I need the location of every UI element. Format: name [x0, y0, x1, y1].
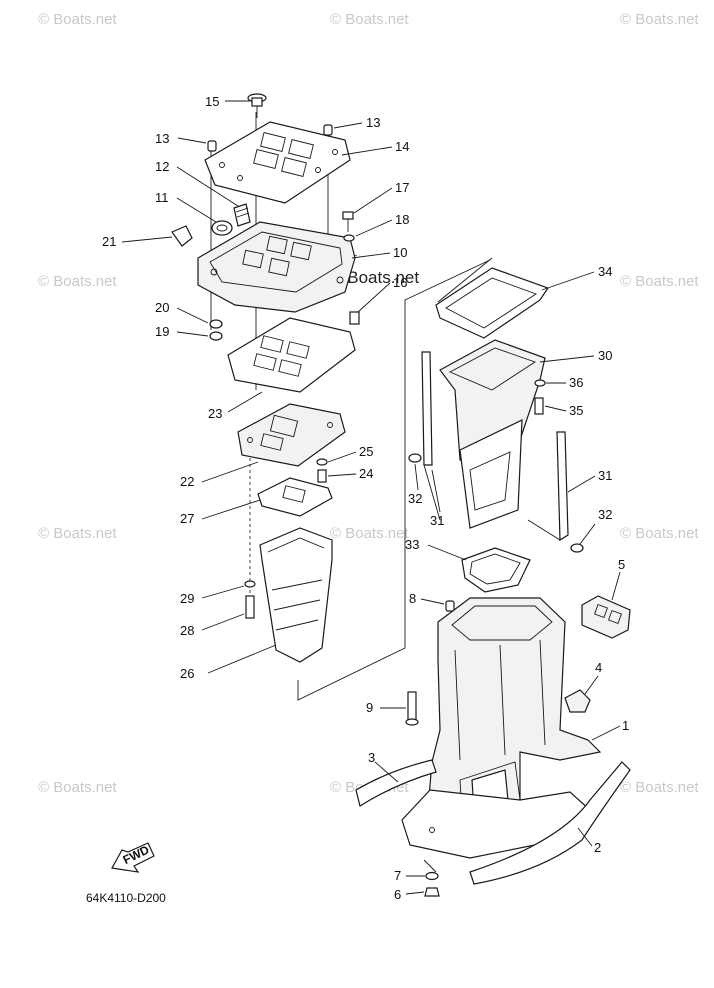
callout-11: 11 [155, 190, 169, 205]
pin-8 [445, 600, 455, 612]
washer-29 [244, 580, 256, 588]
bolt-6 [424, 887, 440, 897]
callout-31-right: 31 [598, 468, 612, 483]
bolt-17 [342, 211, 354, 232]
fwd-arrow-icon: FWD [111, 842, 155, 873]
elbow-21 [171, 225, 193, 247]
gasket-27 [257, 477, 333, 517]
callout-19: 19 [155, 324, 169, 339]
watermark: © Boats.net [620, 525, 699, 542]
seal-strip-3 [355, 759, 437, 807]
exhaust-guide-22 [237, 403, 346, 467]
washer-36 [534, 379, 546, 387]
watermark-feature: © Boats.net [330, 268, 419, 287]
callout-6: 6 [394, 887, 401, 902]
callout-3: 3 [368, 750, 375, 765]
gasket-23 [227, 317, 356, 393]
watermark: © Boats.net [330, 525, 409, 542]
callout-13-right: 13 [366, 115, 380, 130]
callout-8: 8 [409, 591, 416, 606]
callout-17: 17 [395, 180, 409, 195]
watermark-layer: © Boats.net © Boats.net © Boats.net © Bo… [38, 11, 699, 796]
callout-36: 36 [569, 375, 583, 390]
callout-25: 25 [359, 444, 373, 459]
exhaust-pipe-26 [259, 527, 333, 663]
rubber-strip-2 [469, 761, 631, 885]
callout-21: 21 [102, 234, 116, 249]
callout-20: 20 [155, 300, 169, 315]
nut-19 [209, 331, 223, 341]
callout-30: 30 [598, 348, 612, 363]
gasket-14 [204, 121, 351, 204]
callout-27: 27 [180, 511, 194, 526]
watermark: © Boats.net [38, 11, 117, 28]
bolt-16 [349, 311, 360, 325]
upper-mount-10 [197, 221, 356, 313]
bolt-28 [245, 595, 255, 619]
watermark: © Boats.net [38, 273, 117, 290]
callout-29: 29 [180, 591, 194, 606]
callout-labels: 15 13 13 14 12 17 11 18 21 10 16 34 20 1… [102, 94, 629, 902]
watermark: © Boats.net [330, 11, 409, 28]
callout-9: 9 [366, 700, 373, 715]
callout-12: 12 [155, 159, 169, 174]
callout-26: 26 [180, 666, 194, 681]
callout-24: 24 [359, 466, 373, 481]
washer-18 [343, 234, 355, 242]
damper-5 [581, 595, 631, 639]
seal-31-right [527, 431, 569, 542]
leader-lines [121, 100, 621, 895]
nut-32-right [570, 543, 584, 553]
gasket-34 [435, 267, 549, 339]
callout-34: 34 [598, 264, 612, 279]
callout-31-left: 31 [430, 513, 444, 528]
callout-5: 5 [618, 557, 625, 572]
seal-33 [461, 547, 531, 593]
nut-32-left [408, 453, 422, 463]
callout-33: 33 [405, 537, 419, 552]
callout-4: 4 [595, 660, 602, 675]
callout-2: 2 [594, 840, 601, 855]
bolt-35 [534, 397, 544, 415]
callout-22: 22 [180, 474, 194, 489]
callout-18: 18 [395, 212, 409, 227]
washer-7 [425, 871, 439, 881]
watermark: © Boats.net [620, 779, 699, 796]
callout-28: 28 [180, 623, 194, 638]
watermark: © Boats.net [620, 11, 699, 28]
watermark: © Boats.net [38, 525, 117, 542]
dowel-pin-13-left [207, 140, 217, 152]
oil-pan-30 [439, 339, 546, 529]
watermark: © Boats.net [620, 273, 699, 290]
washer-25 [316, 458, 328, 466]
grommet-11 [211, 220, 233, 236]
callout-32-left: 32 [408, 491, 422, 506]
callout-10: 10 [393, 245, 407, 260]
watermark: © Boats.net [38, 779, 117, 796]
callout-1: 1 [622, 718, 629, 733]
fitting-12 [233, 203, 251, 227]
bolt-15 [247, 93, 267, 118]
screw-shaft [423, 859, 437, 873]
seal-31-left [421, 351, 441, 521]
bolt-9 [405, 691, 419, 726]
cover-4 [564, 689, 591, 713]
callout-7: 7 [394, 868, 401, 883]
bolt-24 [317, 469, 327, 483]
dowel-pin-13-right [323, 124, 333, 136]
callout-32-right: 32 [598, 507, 612, 522]
callout-15: 15 [205, 94, 219, 109]
washer-20 [209, 319, 223, 329]
callout-23: 23 [208, 406, 222, 421]
callout-16: 16 [393, 275, 407, 290]
callout-14: 14 [395, 139, 409, 154]
callout-13-left: 13 [155, 131, 169, 146]
diagram-code: 64K4110-D200 [86, 891, 166, 905]
callout-35: 35 [569, 403, 583, 418]
